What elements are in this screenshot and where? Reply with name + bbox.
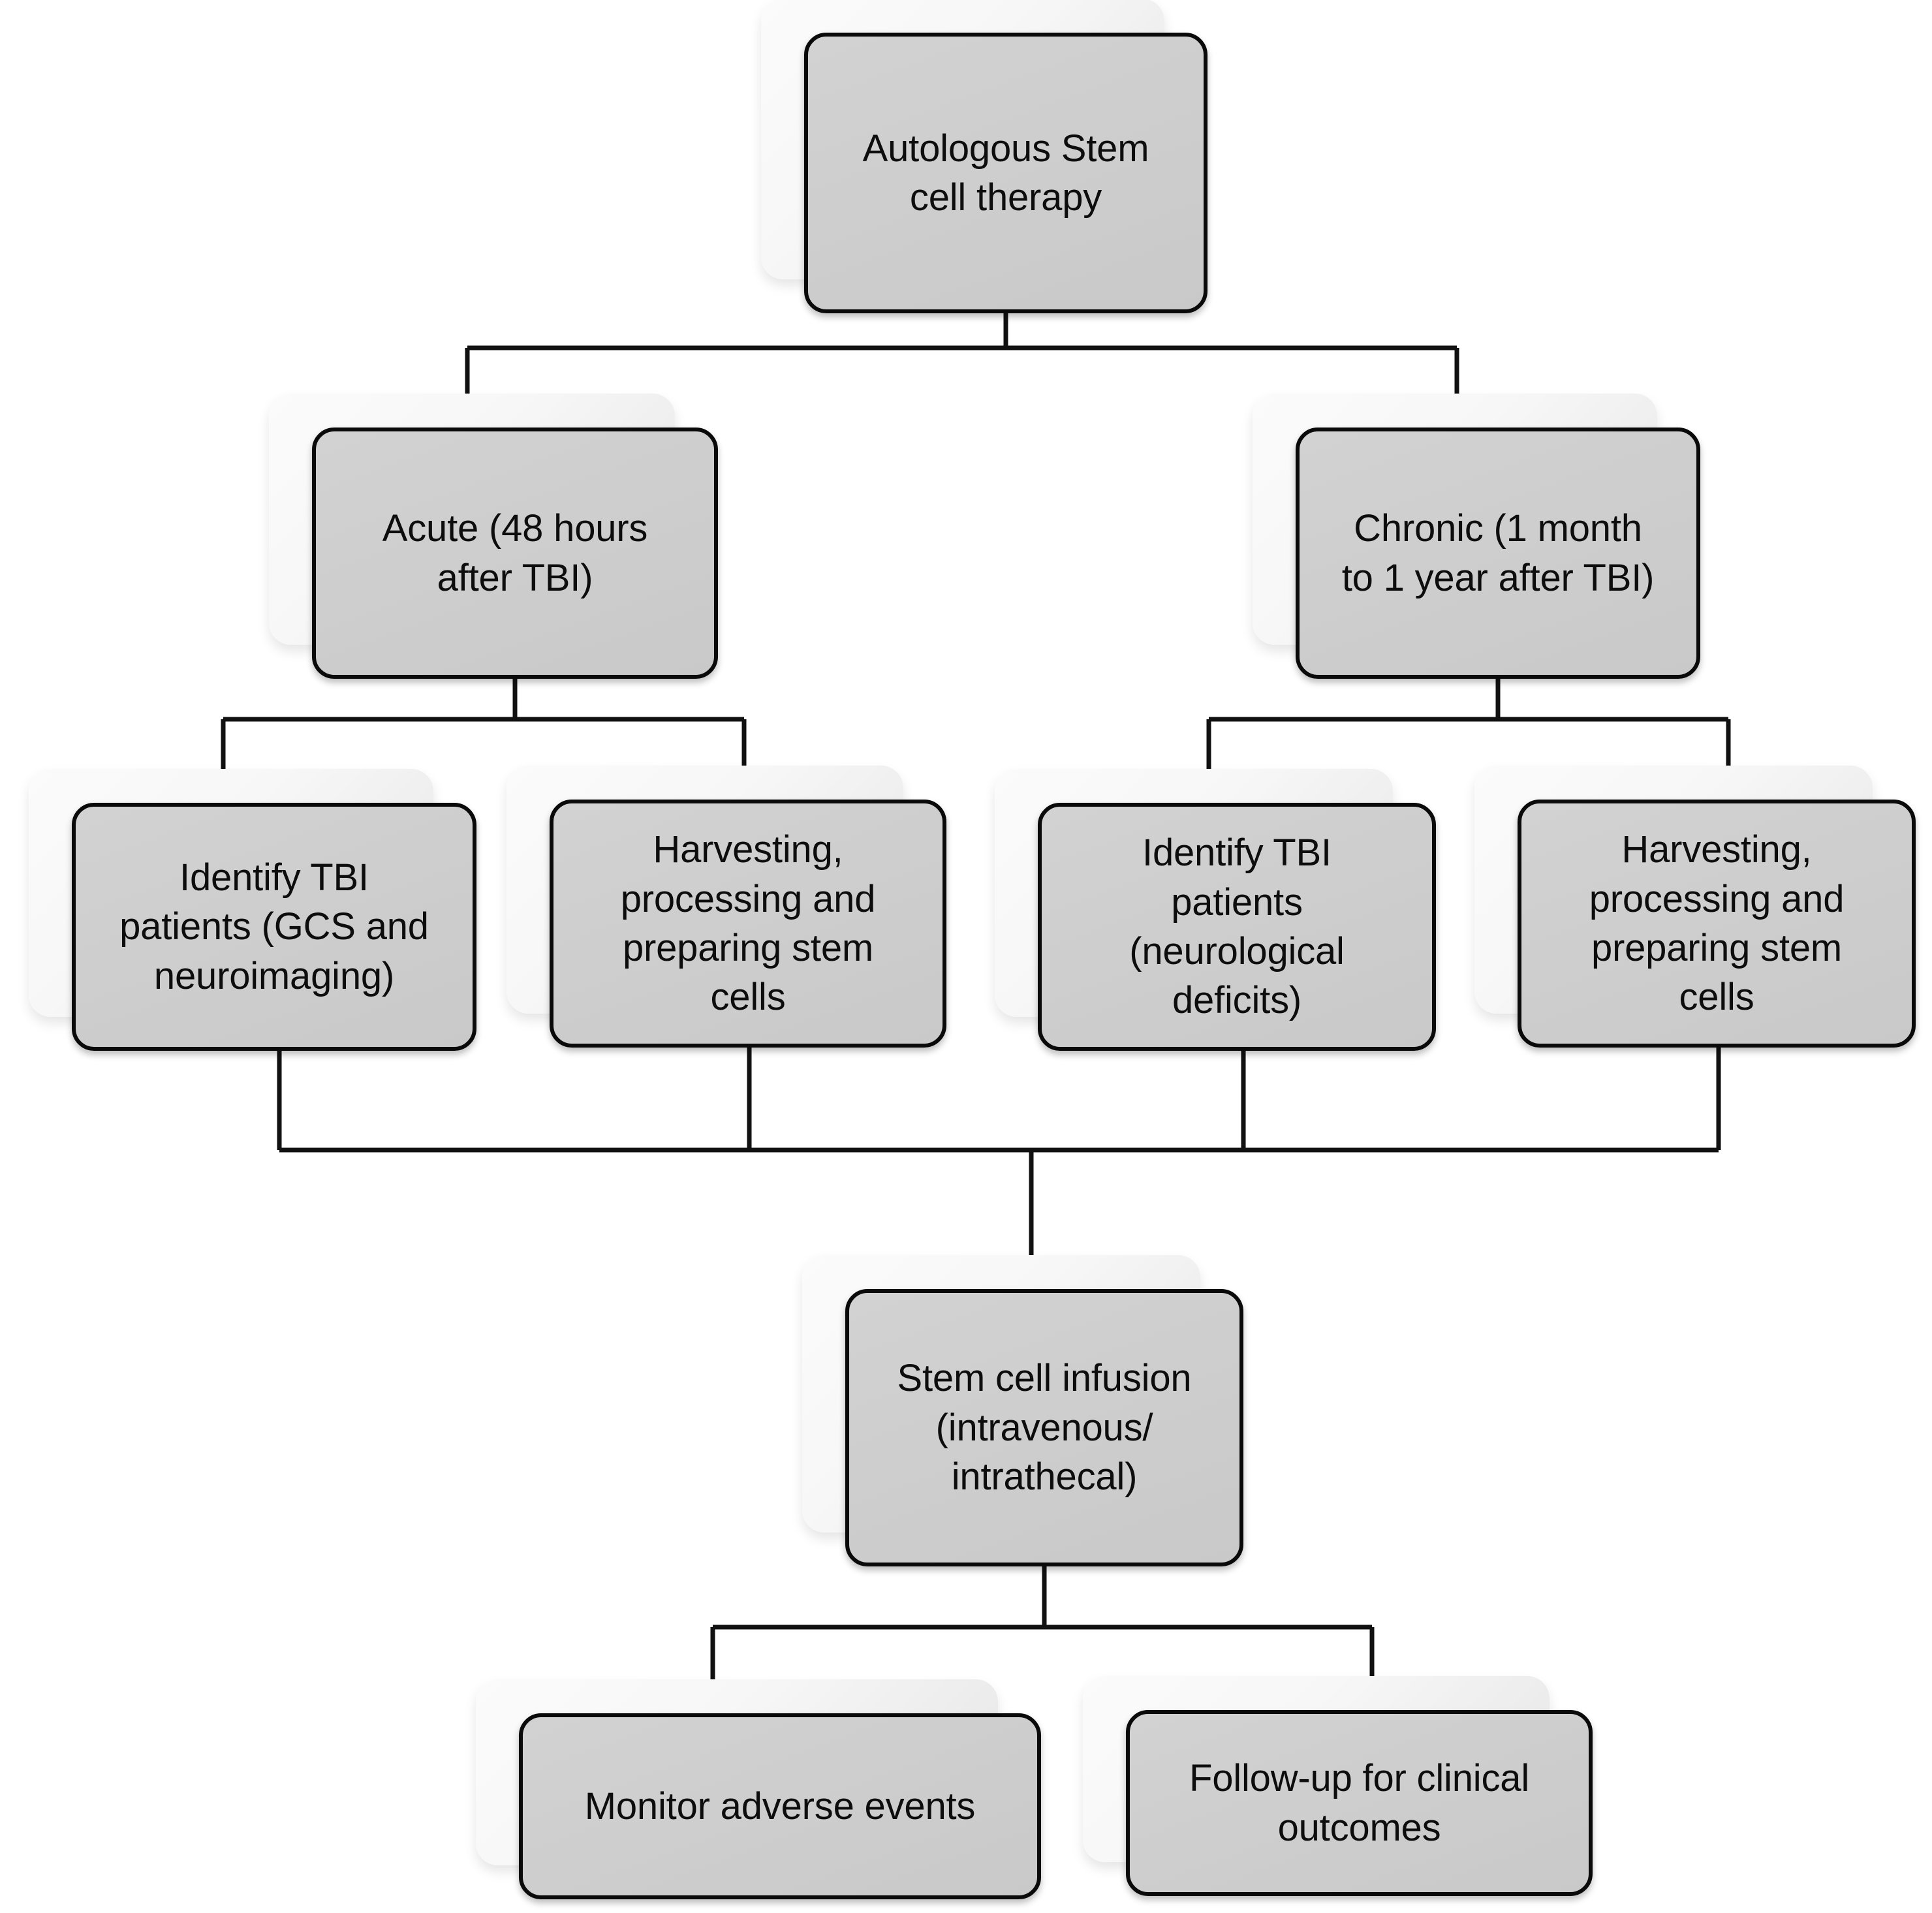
node-chronic-identify-label: Identify TBI patients (neurological defi… <box>1129 832 1345 1022</box>
node-chronic-harvest-box[interactable]: Harvesting, processing and preparing ste… <box>1518 800 1916 1048</box>
node-acute[interactable]: Acute (48 hours after TBI) <box>269 394 718 679</box>
node-root-box[interactable]: Autologous Stem cell therapy <box>804 33 1208 313</box>
node-acute-label: Acute (48 hours after TBI) <box>382 507 648 599</box>
node-acute-identify-label: Identify TBI patients (GCS and neuroimag… <box>119 856 429 997</box>
node-chronic-label: Chronic (1 month to 1 year after TBI) <box>1341 507 1655 599</box>
node-followup-label: Follow-up for clinical outcomes <box>1189 1757 1529 1849</box>
node-monitor-box[interactable]: Monitor adverse events <box>519 1713 1041 1899</box>
node-infusion-label: Stem cell infusion (intravenous/ intrath… <box>897 1357 1192 1499</box>
node-monitor-label: Monitor adverse events <box>584 1784 976 1827</box>
node-acute-identify-box[interactable]: Identify TBI patients (GCS and neuroimag… <box>72 803 476 1051</box>
node-acute-harvest[interactable]: Harvesting, processing and preparing ste… <box>506 766 946 1048</box>
node-infusion[interactable]: Stem cell infusion (intravenous/ intrath… <box>802 1255 1243 1566</box>
node-acute-harvest-box[interactable]: Harvesting, processing and preparing ste… <box>550 800 946 1048</box>
node-acute-harvest-label: Harvesting, processing and preparing ste… <box>620 828 876 1019</box>
node-chronic-identify-box[interactable]: Identify TBI patients (neurological defi… <box>1038 803 1436 1051</box>
node-infusion-box[interactable]: Stem cell infusion (intravenous/ intrath… <box>845 1289 1243 1566</box>
node-followup-box[interactable]: Follow-up for clinical outcomes <box>1126 1710 1593 1896</box>
node-chronic-harvest[interactable]: Harvesting, processing and preparing ste… <box>1474 766 1916 1048</box>
node-acute-box[interactable]: Acute (48 hours after TBI) <box>312 428 718 679</box>
node-monitor[interactable]: Monitor adverse events <box>476 1679 1041 1899</box>
node-chronic[interactable]: Chronic (1 month to 1 year after TBI) <box>1253 394 1700 679</box>
node-chronic-box[interactable]: Chronic (1 month to 1 year after TBI) <box>1296 428 1700 679</box>
node-root-label: Autologous Stem cell therapy <box>862 127 1149 219</box>
node-chronic-identify[interactable]: Identify TBI patients (neurological defi… <box>995 769 1436 1051</box>
node-chronic-harvest-label: Harvesting, processing and preparing ste… <box>1589 828 1845 1019</box>
node-root[interactable]: Autologous Stem cell therapy <box>761 0 1208 313</box>
node-followup[interactable]: Follow-up for clinical outcomes <box>1083 1676 1593 1896</box>
node-acute-identify[interactable]: Identify TBI patients (GCS and neuroimag… <box>29 769 476 1051</box>
